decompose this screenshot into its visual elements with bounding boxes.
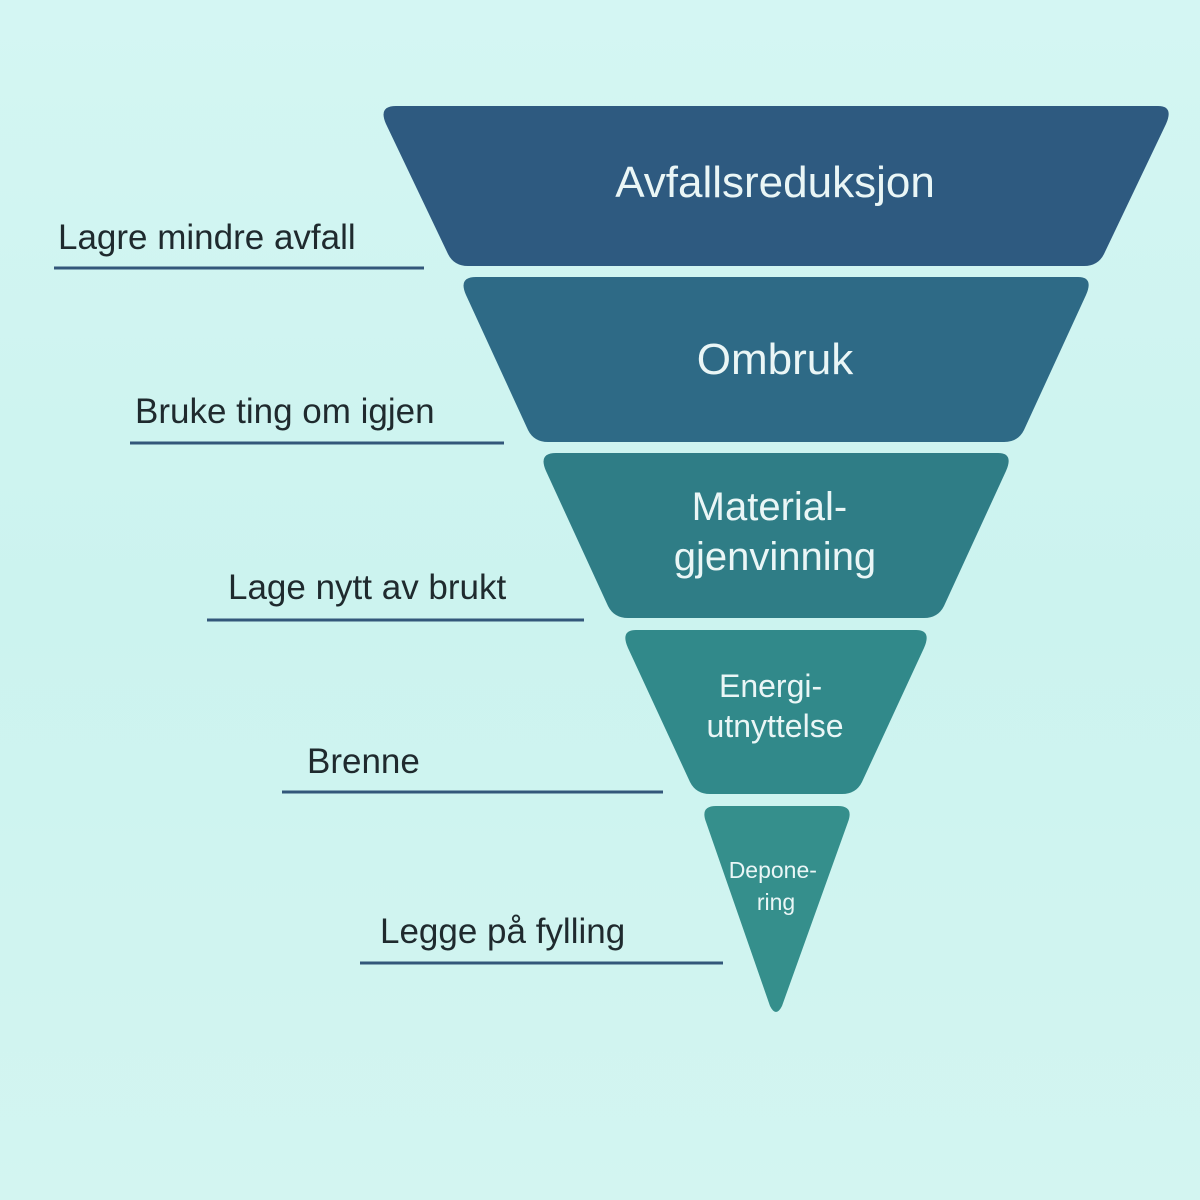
tier-deponering: Depone- ring [704, 806, 850, 1012]
description-text: Brenne [307, 742, 420, 781]
description-text: Lage nytt av brukt [228, 568, 506, 607]
tier-title: Avfallsreduksjon [615, 158, 935, 207]
description-text: Bruke ting om igjen [135, 392, 435, 431]
tier-shape [543, 453, 1009, 618]
tier-shape [463, 277, 1089, 442]
tier-title: Depone- ring [729, 857, 824, 915]
description-bruke-ting-om-igjen: Bruke ting om igjen [130, 392, 504, 445]
tier-title: Energi- utnyttelse [707, 668, 844, 744]
tier-title: Ombruk [697, 335, 854, 384]
tier-avfallsreduksjon: Avfallsreduksjon [383, 106, 1169, 266]
tier-energiutnyttelse: Energi- utnyttelse [625, 630, 927, 794]
tier-shape [383, 106, 1169, 266]
description-text: Lagre mindre avfall [58, 218, 356, 257]
description-legge-pa-fylling: Legge på fylling [360, 912, 723, 965]
description-lagre-mindre-avfall: Lagre mindre avfall [54, 218, 424, 270]
description-text: Legge på fylling [380, 912, 625, 951]
tier-ombruk: Ombruk [463, 277, 1089, 442]
description-brenne: Brenne [282, 742, 663, 794]
tier-shape [625, 630, 927, 794]
tier-materialgjenvinning: Material- gjenvinning [543, 453, 1009, 618]
description-lage-nytt-av-brukt: Lage nytt av brukt [207, 568, 584, 622]
tier-title: Material- gjenvinning [674, 485, 876, 579]
tier-shape [704, 806, 850, 1012]
